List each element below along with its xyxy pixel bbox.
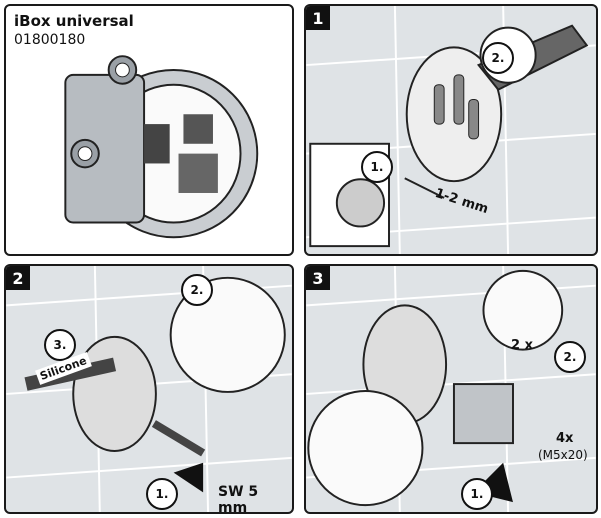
product-code: 01800180 (14, 32, 86, 48)
screw-count-label: 4x (556, 431, 574, 446)
callout-2: 2. (181, 274, 213, 306)
step-3-panel: 3 2. 1. 2 x 4x (M5x20) (304, 264, 598, 514)
product-title: iBox universal (14, 12, 134, 30)
step-2-panel: 2 2. 3. 1. Silicone SW 5 mm (4, 264, 294, 514)
step-number: 2 (6, 266, 30, 290)
screw-size-label: (M5x20) (538, 448, 588, 462)
step-2-illustration (6, 266, 292, 512)
callout-1: 1. (461, 478, 493, 510)
callout-2: 2. (554, 341, 586, 373)
callout-3: 3. (44, 329, 76, 361)
ibox-illustration (64, 55, 259, 239)
step-1-panel: 1 1. 2. 1-2 mm (304, 4, 598, 256)
tool-size-label: SW 5 mm (218, 484, 259, 514)
step-3-illustration (306, 266, 596, 512)
step-1-illustration (306, 6, 596, 254)
callout-1: 1. (361, 151, 393, 183)
product-panel: iBox universal 01800180 (4, 4, 294, 256)
count-label: 2 x (511, 338, 533, 353)
step-number: 3 (306, 266, 330, 290)
callout-1: 1. (146, 478, 178, 510)
callout-2: 2. (482, 42, 514, 74)
step-number: 1 (306, 6, 330, 30)
